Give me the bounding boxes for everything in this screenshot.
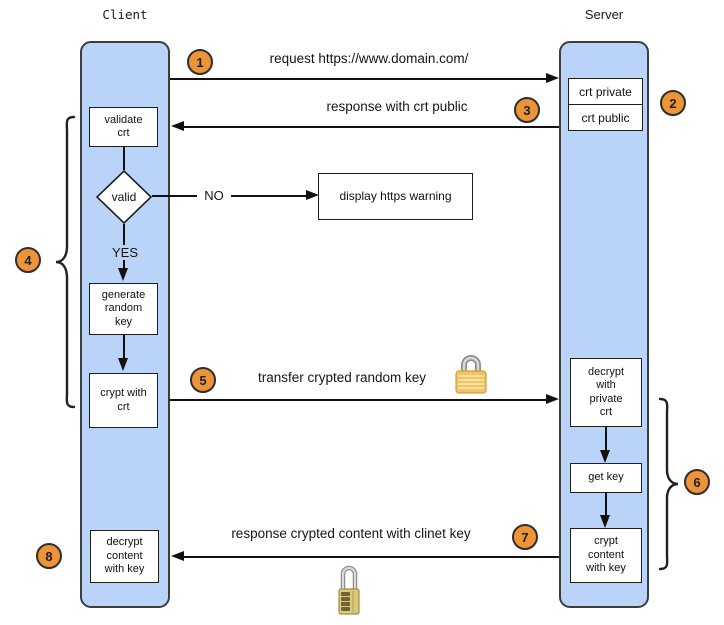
badge-6: 6 xyxy=(684,469,710,495)
https-warning-box: display https warning xyxy=(318,173,473,220)
getkey-to-crypt-arrowhead-icon xyxy=(600,515,610,528)
response-cert-arrow-line xyxy=(183,126,559,128)
server-steps-brace xyxy=(658,396,682,572)
server-lane-title: Server xyxy=(584,7,624,22)
certificate-stack: crt private crt public xyxy=(568,78,643,131)
badge-1: 1 xyxy=(187,49,213,75)
valid-decision-diamond: valid xyxy=(96,170,152,224)
combination-lock-icon xyxy=(334,564,364,616)
response-cert-arrowhead-icon xyxy=(171,121,184,131)
badge-2: 2 xyxy=(660,90,686,116)
padlock-icon xyxy=(452,352,490,395)
validate-to-decision-line xyxy=(123,147,125,170)
yes-label: YES xyxy=(107,245,143,260)
validate-crt-box: validate crt xyxy=(89,107,158,147)
transfer-arrowhead-icon xyxy=(546,394,559,404)
crypt-with-crt-box: crypt with crt xyxy=(89,373,158,428)
generate-to-crypt-arrowhead-icon xyxy=(118,358,128,371)
client-lane-title: Client xyxy=(102,7,148,22)
decrypt-to-getkey-arrowhead-icon xyxy=(600,450,610,463)
response-content-arrow-line xyxy=(183,556,559,558)
yes-branch-arrowhead-icon xyxy=(118,268,128,281)
crypt-content-box: crypt content with key xyxy=(570,528,642,583)
valid-decision-label: valid xyxy=(111,190,137,204)
get-key-box: get key xyxy=(570,463,642,493)
response-cert-label: response with crt public xyxy=(326,99,468,114)
server-lane xyxy=(559,41,649,608)
transfer-arrow-line xyxy=(170,399,547,401)
no-label: NO xyxy=(197,188,231,203)
decrypt-content-box: decrypt content with key xyxy=(90,530,159,583)
client-steps-brace xyxy=(52,114,78,410)
badge-5: 5 xyxy=(190,367,216,393)
crt-public-box: crt public xyxy=(569,104,642,130)
transfer-label: transfer crypted random key xyxy=(257,370,427,385)
no-branch-arrowhead-icon xyxy=(306,190,319,200)
badge-7: 7 xyxy=(512,524,538,550)
generate-to-crypt-line xyxy=(123,335,125,359)
getkey-to-crypt-line xyxy=(605,493,607,516)
badge-3: 3 xyxy=(514,97,540,123)
response-content-label: response crypted content with clinet key xyxy=(231,526,471,541)
request-arrowhead-icon xyxy=(546,73,559,83)
generate-key-box: generate random key xyxy=(89,283,158,335)
decrypt-private-box: decrypt with private crt xyxy=(570,358,642,427)
crt-private-box: crt private xyxy=(579,84,632,99)
request-arrow-line xyxy=(170,78,547,80)
request-label: request https://www.domain.com/ xyxy=(269,51,469,66)
badge-8: 8 xyxy=(36,543,62,569)
decrypt-to-getkey-line xyxy=(605,427,607,451)
badge-4: 4 xyxy=(15,247,41,273)
response-content-arrowhead-icon xyxy=(171,551,184,561)
